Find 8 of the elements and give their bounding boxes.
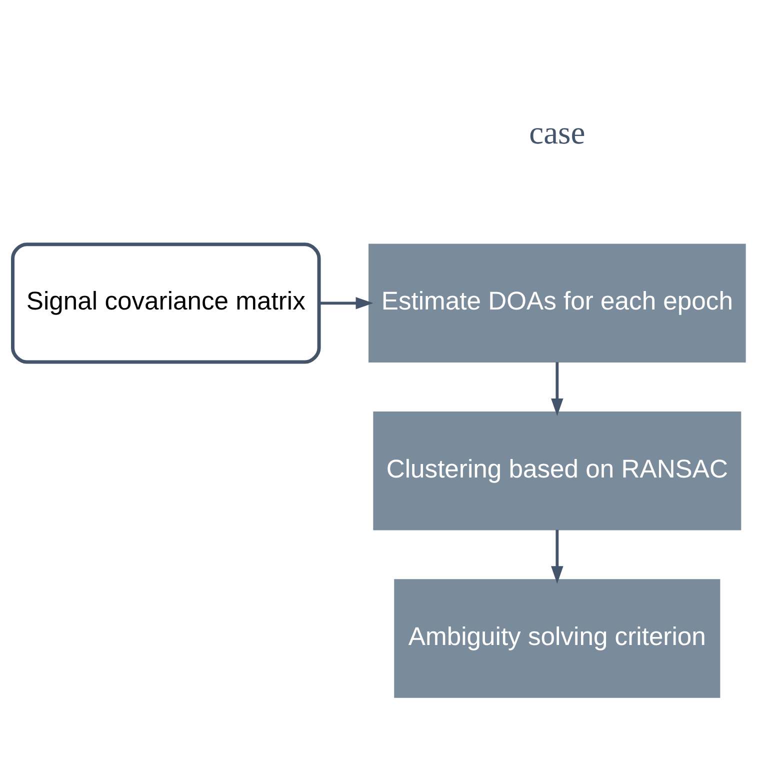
node-box: Clustering based on RANSAC <box>373 411 742 530</box>
arrow <box>551 530 564 584</box>
node-box: Signal covariance matrix <box>11 242 321 364</box>
arrow <box>551 362 564 416</box>
node-box: Ambiguity solving criterion <box>394 579 720 698</box>
node-box: Estimate DOAs for each epoch <box>368 244 746 363</box>
label: case <box>529 116 586 152</box>
arrow <box>319 297 374 310</box>
